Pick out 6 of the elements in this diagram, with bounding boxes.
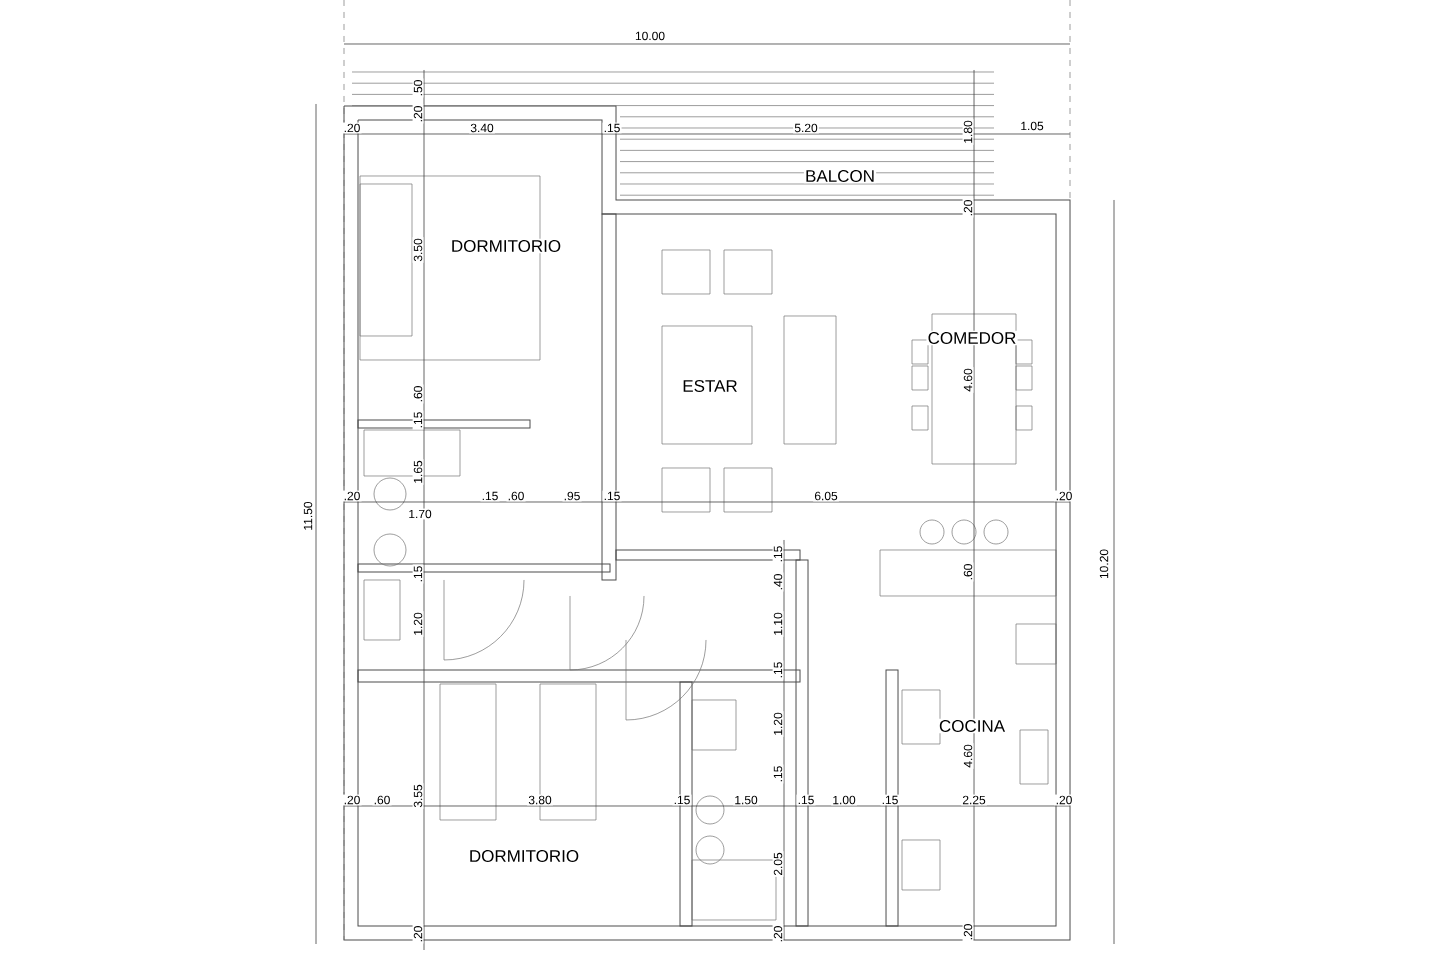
room-name-label: BALCON: [803, 168, 877, 184]
room-name-label: COMEDOR: [926, 330, 1018, 346]
room-name-label: ESTAR: [681, 378, 739, 394]
room-name-label: DORMITORIO: [449, 238, 563, 254]
room-name-label: DORMITORIO: [467, 848, 581, 864]
room-name-label: COCINA: [937, 718, 1007, 734]
